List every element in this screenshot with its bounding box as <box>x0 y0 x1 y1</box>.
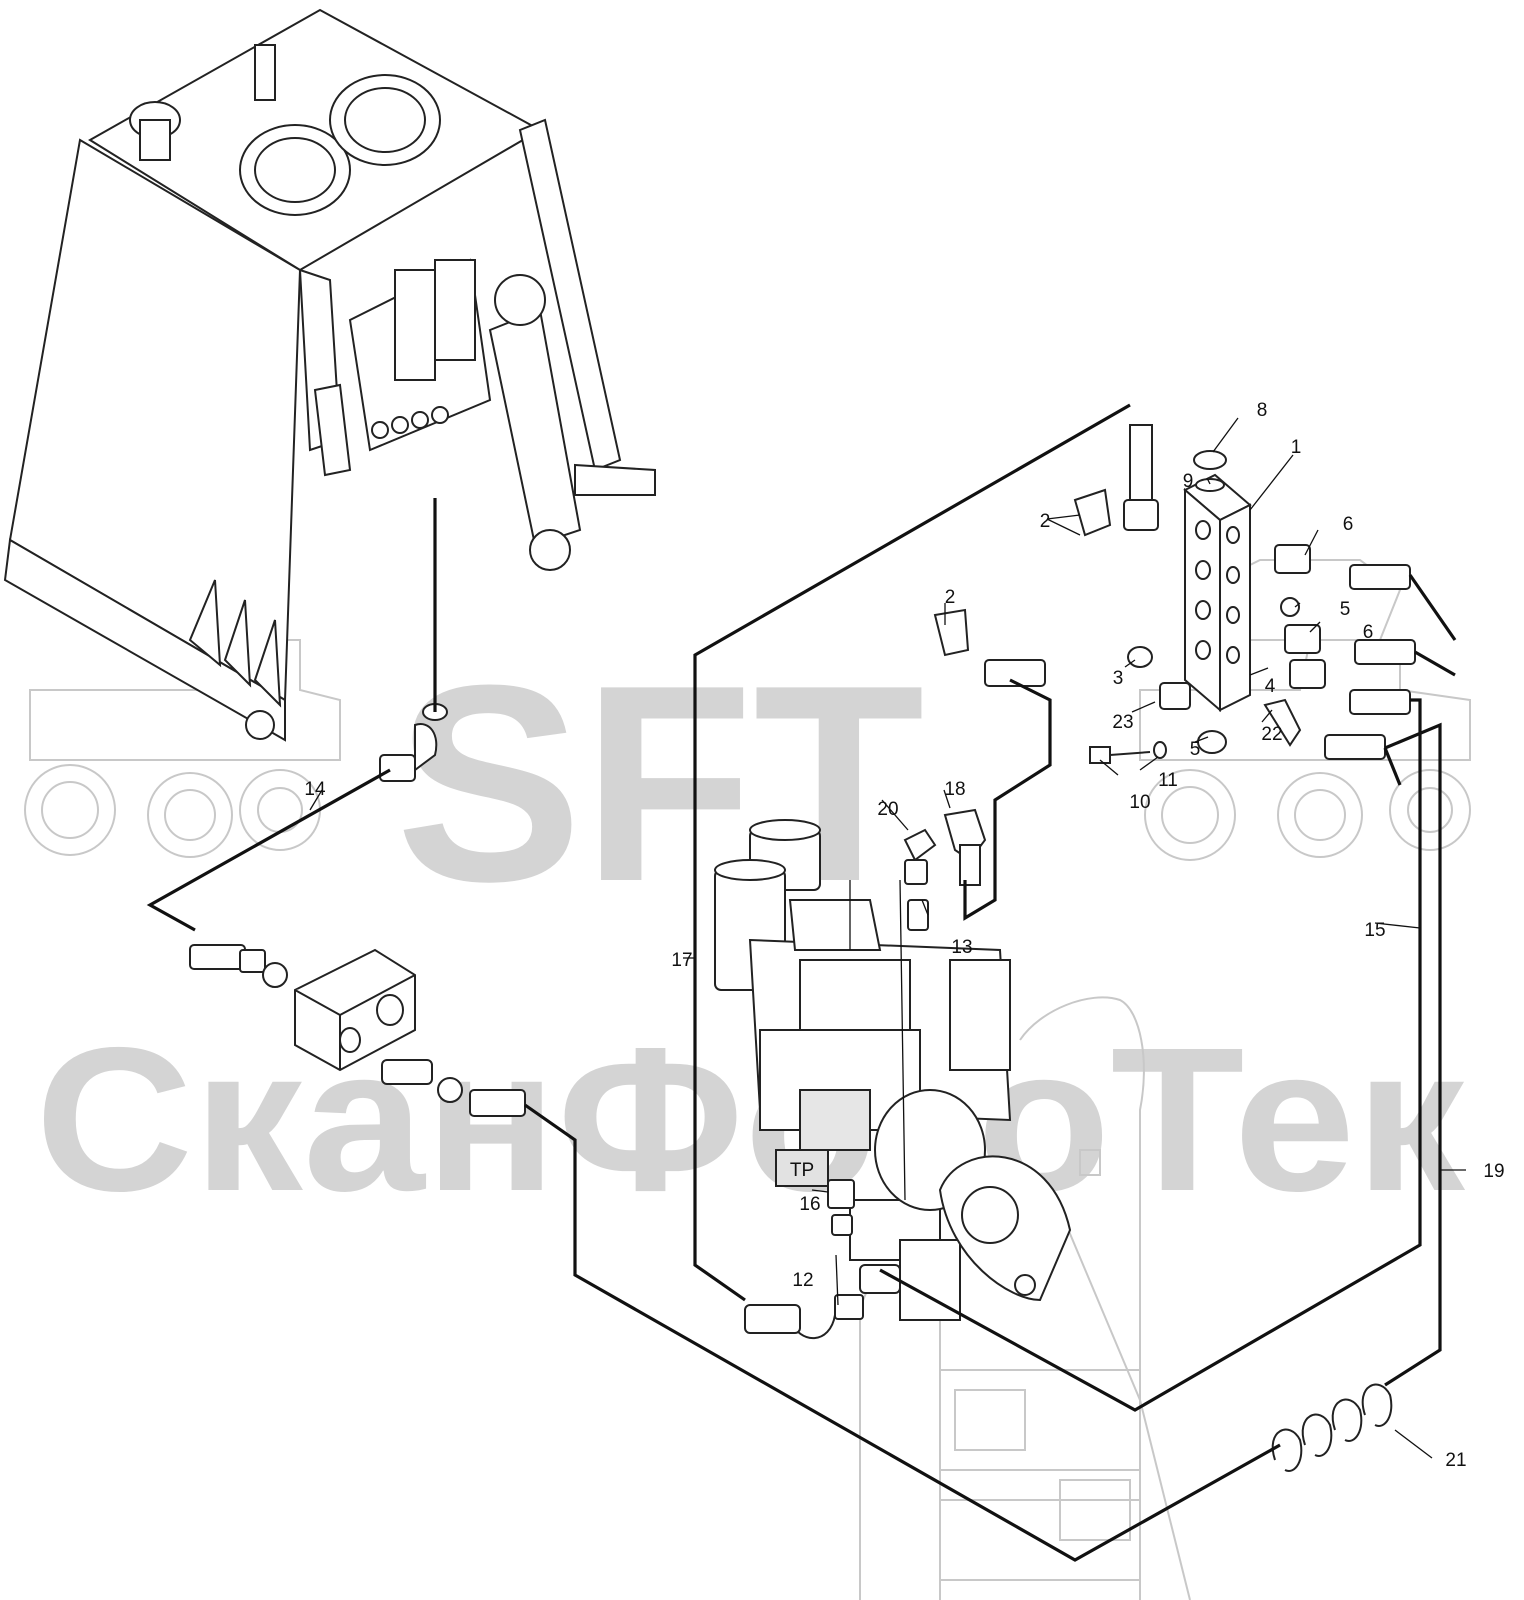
watermark: SFT СканФотоТек <box>24 559 1471 1234</box>
callout-5-upper: 5 <box>1340 599 1351 620</box>
callout-13: 13 <box>951 937 972 958</box>
callout-14: 14 <box>304 779 326 800</box>
test-point-marker: TP <box>775 1149 829 1187</box>
callout-2-lower: 2 <box>945 587 956 608</box>
callout-1: 1 <box>1291 437 1302 458</box>
test-point-box <box>775 1149 829 1187</box>
callout-16: 16 <box>799 1194 820 1215</box>
watermark-logo-text: SFT <box>396 628 925 940</box>
callout-6-upper: 6 <box>1343 514 1354 535</box>
callout-9: 9 <box>1183 471 1194 492</box>
manifold-block <box>933 424 1416 764</box>
left-fittings <box>189 703 526 1117</box>
hydraulic-tank-assembly <box>3 8 656 742</box>
callout-10: 10 <box>1129 792 1150 813</box>
hose-routes <box>146 403 1457 1562</box>
callout-20: 20 <box>877 799 898 820</box>
leader-lines <box>309 417 1466 1459</box>
centre-fittings <box>744 808 987 1340</box>
test-point-label: TP <box>790 1160 814 1181</box>
callout-19: 19 <box>1483 1161 1504 1182</box>
callout-18: 18 <box>944 779 965 800</box>
callout-5-lower: 5 <box>1190 739 1201 760</box>
callout-11: 11 <box>1158 770 1178 791</box>
callout-23: 23 <box>1112 712 1133 733</box>
watermark-company-text: СканФотоТек <box>35 1005 1465 1234</box>
callout-15: 15 <box>1364 920 1385 941</box>
callout-21: 21 <box>1445 1450 1466 1471</box>
callout-2-upper: 2 <box>1040 511 1051 532</box>
callout-6-lower: 6 <box>1363 622 1374 643</box>
callout-3: 3 <box>1113 668 1124 689</box>
callout-12: 12 <box>792 1270 813 1291</box>
callout-22: 22 <box>1261 724 1282 745</box>
control-valve-assembly <box>714 819 1072 1321</box>
spiral-guard-coil <box>1271 1383 1393 1472</box>
callout-4: 4 <box>1265 676 1276 697</box>
callout-17: 17 <box>671 950 692 971</box>
callout-8: 8 <box>1257 400 1268 421</box>
callouts: 1 2 2 3 4 5 5 6 6 8 9 10 11 12 13 14 15 … <box>304 400 1504 1471</box>
